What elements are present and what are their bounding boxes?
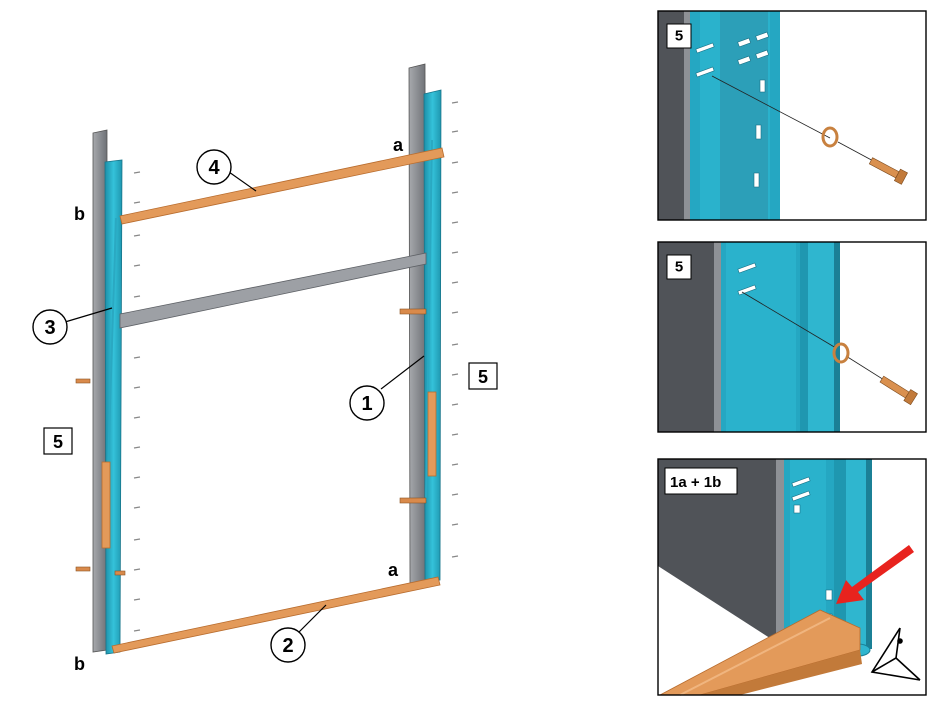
middle-beam (119, 252, 427, 329)
small-brackets (75, 308, 427, 576)
left-upright (104, 159, 123, 655)
bottom-beam (111, 576, 441, 654)
right-wall-post (408, 63, 427, 585)
screw-marks (133, 101, 459, 632)
panel-top-label: 5 (675, 28, 683, 45)
top-beam (119, 147, 445, 225)
label-b-bottom: b (74, 654, 85, 674)
panel-middle-label: 5 (675, 259, 683, 276)
left-brace (107, 217, 117, 471)
box-label-right-text: 5 (478, 367, 488, 387)
main-assembly: a a b b 4 3 1 2 5 (32, 63, 498, 674)
right-fitting (427, 391, 437, 477)
box-label-left: 5 (43, 427, 73, 455)
left-fitting (101, 461, 111, 549)
detail-panel-middle: 5 (657, 241, 927, 433)
callout-1: 1 (349, 385, 385, 421)
detail-panel-bottom: 1a + 1b (657, 458, 927, 696)
box-label-right: 5 (468, 362, 498, 390)
callout-4-number: 4 (208, 157, 220, 179)
label-a-top: a (393, 135, 404, 155)
callout-2-number: 2 (282, 635, 293, 657)
callout-1-number: 1 (361, 393, 372, 415)
callout-3: 3 (32, 309, 68, 345)
view-icon (870, 627, 921, 681)
callout-2: 2 (270, 627, 306, 663)
panel-bottom-label: 1a + 1b (670, 474, 721, 491)
callout-4: 4 (196, 149, 232, 185)
leader-lines (64, 171, 425, 637)
label-a-bottom: a (388, 560, 399, 580)
right-brace (425, 139, 433, 501)
box-label-left-text: 5 (53, 432, 63, 452)
label-b-top: b (74, 204, 85, 224)
callout-3-number: 3 (44, 317, 55, 339)
red-arrow (836, 545, 914, 604)
detail-panel-top: 5 (657, 10, 927, 221)
